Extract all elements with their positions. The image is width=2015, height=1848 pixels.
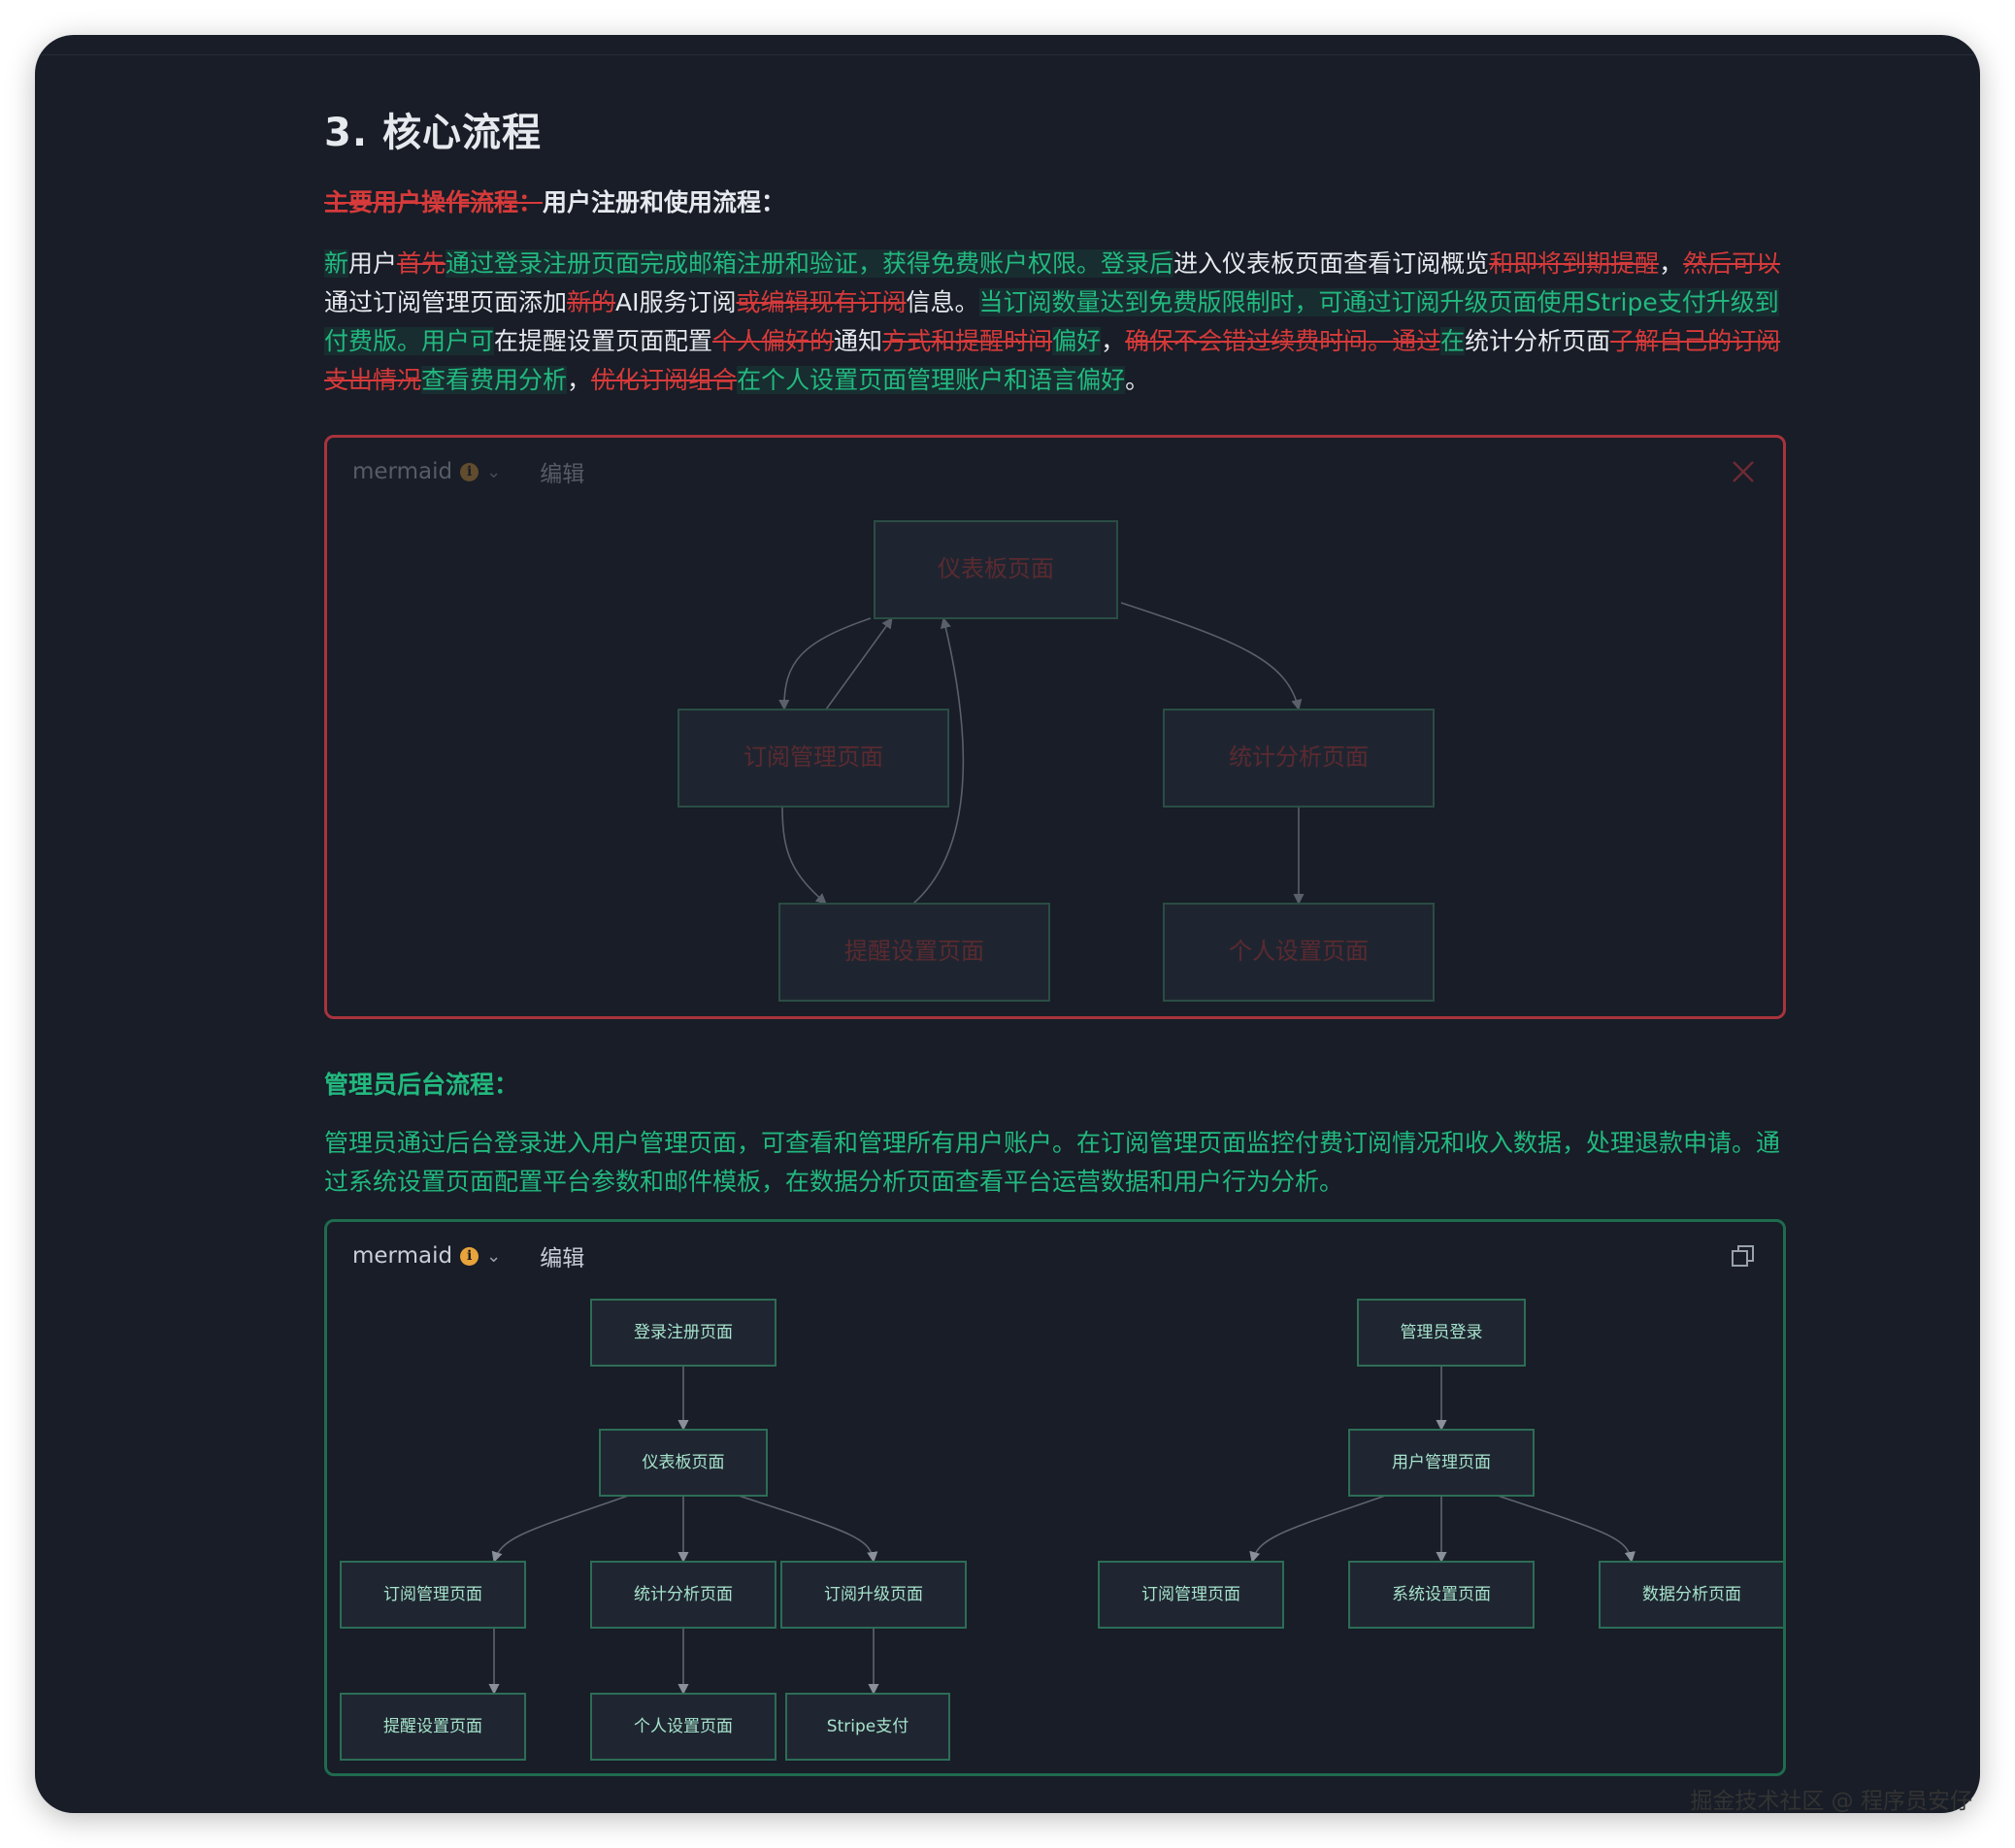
- plain-text: 在提醒设置页面配置: [494, 327, 713, 355]
- deleted-text: 或编辑现有订阅: [736, 288, 907, 316]
- node-label: 订阅管理页面: [1141, 1585, 1240, 1604]
- edge-usermgmt-adminsubmgmt: [1249, 1493, 1392, 1564]
- node-sys-settings: 系统设置页面: [1348, 1561, 1535, 1629]
- node-admin-sub-mgmt: 订阅管理页面: [1098, 1561, 1284, 1629]
- flowchart-removed: 仪表板页面 订阅管理页面 统计分析页面 提醒设置页面 个人设置页面: [677, 520, 1435, 1002]
- deleted-text: 然后可以: [1683, 249, 1781, 278]
- node-label: 仪表板页面: [938, 555, 1054, 582]
- plain-text: AI服务订阅: [615, 288, 737, 316]
- deleted-text: 新的: [567, 288, 616, 316]
- admin-flow-title: 管理员后台流程：: [324, 1071, 519, 1099]
- node-label: 订阅管理页面: [383, 1585, 482, 1604]
- deleted-text: 确保不会错过续费时间。通过: [1125, 327, 1441, 355]
- user-flow-paragraph: 新用户首先通过登录注册页面完成邮箱注册和验证，获得免费账户权限。登录后进入仪表板…: [324, 245, 1792, 400]
- deleted-text: 优化订阅组合: [591, 366, 738, 394]
- node-personal: 个人设置页面: [1163, 903, 1435, 1002]
- top-divider: [35, 54, 1980, 55]
- plain-text: 统计分析页面: [1465, 327, 1611, 355]
- mermaid-block-added: mermaid i ⌄ 编辑: [324, 1219, 1786, 1776]
- admin-flow-paragraph: 管理员通过后台登录进入用户管理页面，可查看和管理所有用户账户。在订阅管理页面监控…: [324, 1129, 1781, 1196]
- node-dashboard: 仪表板页面: [874, 520, 1118, 619]
- language-selector[interactable]: mermaid: [352, 459, 453, 484]
- plain-text: 信息。: [906, 288, 979, 316]
- plain-text: 通知: [834, 327, 883, 355]
- chevron-down-icon[interactable]: ⌄: [486, 1245, 502, 1267]
- node-label: Stripe支付: [827, 1717, 908, 1736]
- node-label: 登录注册页面: [634, 1323, 733, 1342]
- language-selector[interactable]: mermaid: [352, 1243, 453, 1269]
- watermark: 掘金技术社区 @ 程序员安仔: [1690, 1789, 1972, 1814]
- inserted-text: 通过登录注册页面完成邮箱注册和验证，获得免费账户权限。登录后: [446, 249, 1174, 278]
- plain-text: ，: [567, 366, 592, 394]
- node-data-analysis: 数据分析页面: [1599, 1561, 1783, 1629]
- node-label: 用户管理页面: [1392, 1453, 1491, 1472]
- deleted-text: 了解自己的订阅支出情况: [324, 327, 1781, 394]
- edge-submgmt-reminder: [781, 806, 827, 905]
- inserted-text: 新: [324, 249, 349, 278]
- node-label: 提醒设置页面: [844, 938, 984, 965]
- node-user-mgmt: 用户管理页面: [1348, 1429, 1535, 1497]
- section-heading: 3. 核心流程: [324, 111, 542, 155]
- node-reminder: 提醒设置页面: [340, 1693, 526, 1761]
- code-block-toolbar: mermaid i ⌄ 编辑: [352, 1239, 584, 1272]
- edge-reminder-dashboard: [912, 616, 965, 905]
- node-label: 数据分析页面: [1642, 1585, 1741, 1604]
- node-stats: 统计分析页面: [590, 1561, 776, 1629]
- plain-text: 进入仪表板页面查看订阅概览: [1173, 249, 1490, 278]
- node-label: 统计分析页面: [1229, 743, 1369, 771]
- node-stats: 统计分析页面: [1163, 709, 1435, 808]
- inserted-text: 在个人设置页面管理账户和语言偏好: [737, 366, 1126, 394]
- node-label: 系统设置页面: [1392, 1585, 1491, 1604]
- chevron-down-icon[interactable]: ⌄: [486, 461, 502, 482]
- edge-dashboard-upgrade: [732, 1493, 878, 1564]
- edge-submgmt-dashboard: [825, 617, 893, 710]
- node-stripe: Stripe支付: [785, 1693, 950, 1761]
- inserted-text: 偏好: [1052, 327, 1102, 355]
- node-label: 仪表板页面: [643, 1453, 725, 1472]
- node-label: 个人设置页面: [634, 1717, 733, 1736]
- user-flow-title: 主要用户操作流程：用户注册和使用流程：: [324, 186, 785, 219]
- edit-button[interactable]: 编辑: [540, 1246, 585, 1271]
- node-upgrade: 订阅升级页面: [780, 1561, 967, 1629]
- edit-button[interactable]: 编辑: [540, 462, 585, 487]
- document-window: 3. 核心流程 主要用户操作流程：用户注册和使用流程： 新用户首先通过登录注册页…: [35, 35, 1980, 1813]
- plain-text: ，: [1101, 327, 1126, 355]
- edge-usermgmt-dataanalysis: [1491, 1493, 1635, 1564]
- info-icon[interactable]: i: [460, 1246, 479, 1266]
- node-sub-mgmt: 订阅管理页面: [677, 709, 949, 808]
- mermaid-block-removed: mermaid i ⌄ 编辑: [324, 435, 1786, 1019]
- node-label: 提醒设置页面: [383, 1717, 482, 1736]
- node-personal: 个人设置页面: [590, 1693, 776, 1761]
- node-label: 管理员登录: [1401, 1323, 1483, 1342]
- info-icon[interactable]: i: [460, 462, 479, 481]
- node-label: 订阅管理页面: [743, 743, 883, 771]
- deleted-text: 首先: [397, 249, 446, 278]
- node-login: 登录注册页面: [590, 1299, 776, 1367]
- code-block-toolbar: mermaid i ⌄ 编辑: [352, 455, 584, 488]
- node-label: 个人设置页面: [1229, 938, 1369, 965]
- node-reminder: 提醒设置页面: [778, 903, 1050, 1002]
- edge-dashboard-submgmt: [491, 1493, 635, 1564]
- deleted-text: 个人偏好的: [712, 327, 835, 355]
- edge-dashboard-stats: [1120, 602, 1303, 711]
- kept-title: 用户注册和使用流程：: [543, 188, 786, 216]
- deleted-text: 和即将到期提醒: [1489, 249, 1660, 278]
- flowchart-added: 登录注册页面 仪表板页面 订阅管理页面 统计分析页面 订阅升级页面: [340, 1299, 1783, 1761]
- node-sub-mgmt: 订阅管理页面: [340, 1561, 526, 1629]
- plain-text: 通过订阅管理页面添加: [324, 288, 568, 316]
- node-label: 统计分析页面: [634, 1585, 733, 1604]
- inserted-text: 查看费用分析: [421, 366, 568, 394]
- plain-text: 用户: [348, 249, 398, 278]
- copy-icon[interactable]: [1731, 1243, 1756, 1269]
- plain-text: ，: [1659, 249, 1684, 278]
- node-label: 订阅升级页面: [824, 1585, 923, 1604]
- deleted-text: 方式和提醒时间: [882, 327, 1053, 355]
- deleted-title: 主要用户操作流程：: [324, 188, 544, 216]
- node-dashboard: 仪表板页面: [599, 1429, 768, 1497]
- node-admin-login: 管理员登录: [1357, 1299, 1526, 1367]
- plain-text: 。: [1125, 366, 1150, 394]
- close-icon[interactable]: [1731, 459, 1756, 484]
- edge-dashboard-submgmt: [778, 617, 872, 711]
- inserted-text: 在: [1440, 327, 1466, 355]
